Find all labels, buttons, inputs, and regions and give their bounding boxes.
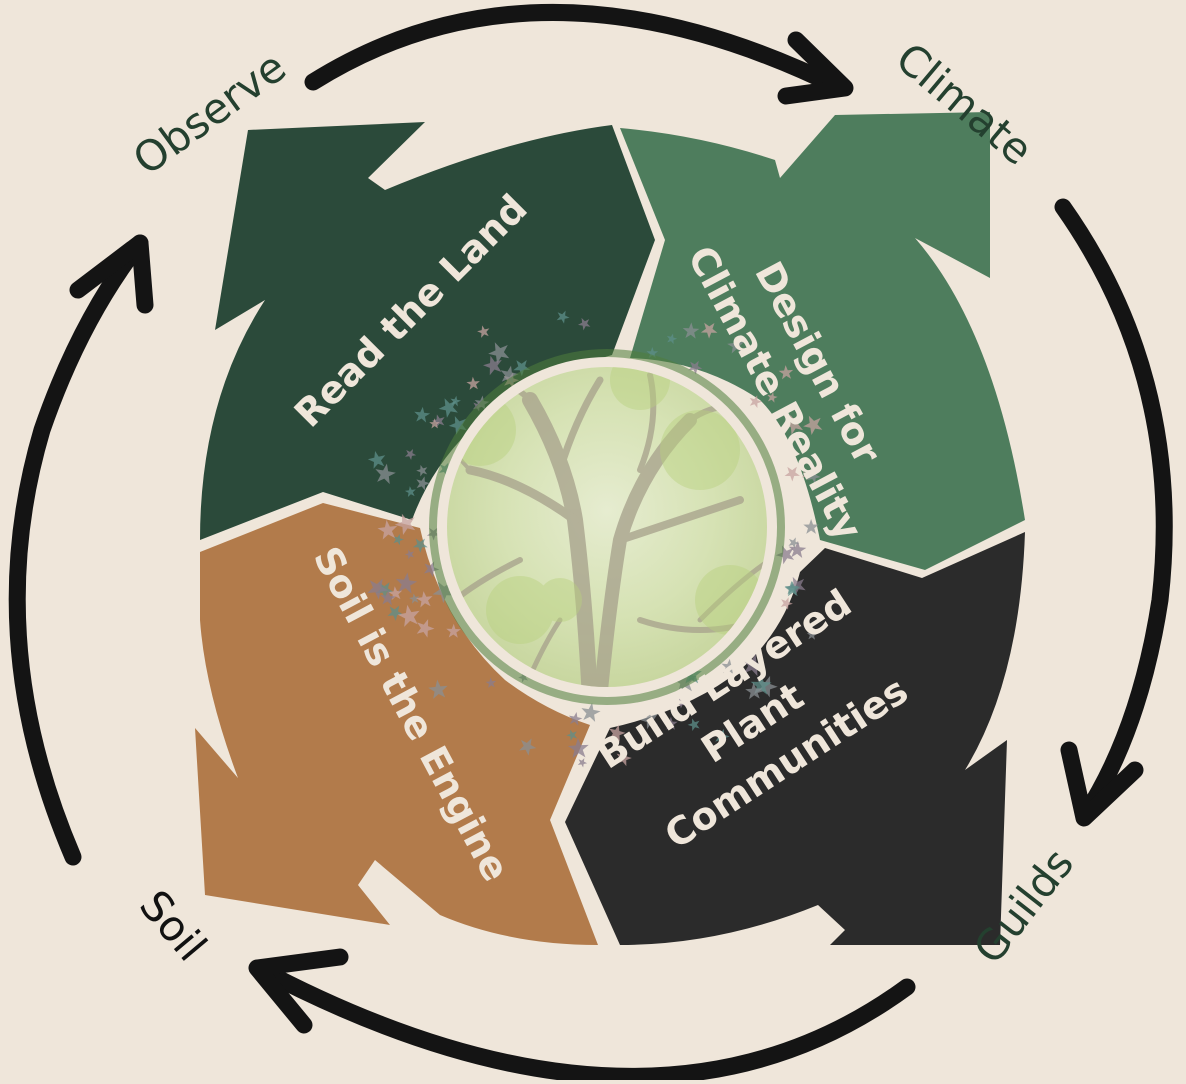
cycle-arrow-top [304,3,854,105]
arrow-head-icon [248,948,349,1034]
cycle-arrow-bottom-shaft [249,959,916,1084]
outer-label-soil: Soil [130,881,216,970]
center-tree-image [429,349,785,705]
segment-build-layered [565,532,1025,945]
cycle-arrow-bottom [248,948,916,1084]
segment-build-layered-shape [565,532,1025,945]
arrow-head-icon [777,31,854,105]
arrow-head-icon [69,234,154,314]
cycle-arrow-top-shaft [304,3,849,97]
segment-design-for-climate-shape [620,112,1025,570]
segment-read-the-land-shape [200,122,655,540]
tree-photo-icon [447,367,767,687]
tree-branches [447,372,767,687]
cycle-arrow-right [1054,198,1173,827]
segment-design-for-climate [620,112,1025,570]
cycle-arrow-left [8,234,154,866]
segment-soil-engine-shape [195,503,598,945]
cycle-arrows [8,3,1173,1084]
star-icon [576,756,589,769]
cycle-arrow-right-shaft [1054,198,1173,824]
segment-read-the-land [200,122,655,540]
arrow-head-icon [1060,741,1144,827]
segment-soil-engine [195,503,598,945]
cycle-arrow-left-shaft [8,234,149,866]
